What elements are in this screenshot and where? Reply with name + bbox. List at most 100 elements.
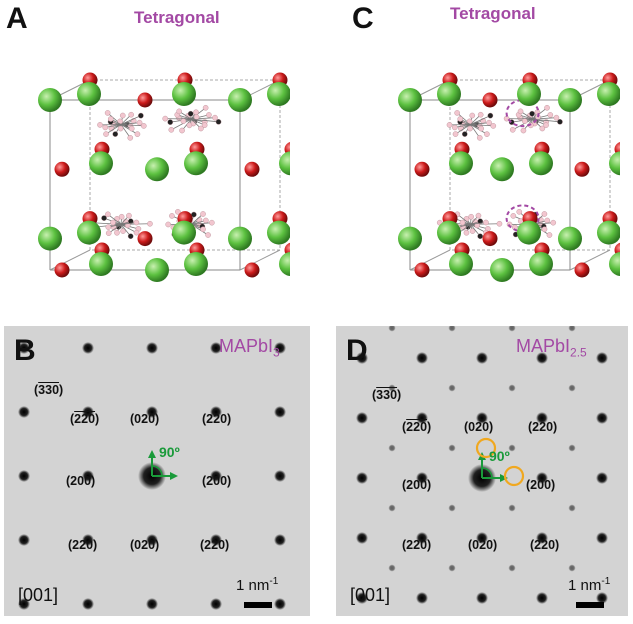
hydrogen-atom [557, 119, 563, 125]
bond [532, 118, 560, 123]
hydrogen-atom [128, 111, 134, 118]
hydrogen-atom [114, 229, 120, 236]
hydrogen-atom [97, 122, 103, 128]
index-bar-2-2-0-lower: (220) [68, 538, 98, 552]
hydrogen-atom [101, 215, 107, 221]
iodide-atom [279, 151, 290, 176]
hydrogen-atom [127, 135, 134, 141]
hydrogen-atom [140, 123, 147, 129]
lead-atom [414, 262, 430, 278]
hydrogen-atom [165, 221, 172, 228]
arrow-head [500, 474, 508, 482]
index-bar-2-2-0-lower: (220) [402, 538, 432, 552]
iodide-atom [38, 88, 62, 112]
bond [470, 124, 494, 127]
index-0-2-0: (020) [130, 538, 160, 552]
iodide-atom [558, 226, 582, 251]
phase-label-c: Tetragonal [450, 4, 536, 23]
zone-axis-b: [001] [18, 585, 59, 605]
crystal-structure-c [398, 72, 620, 282]
iodide-atom [529, 252, 553, 276]
hydrogen-atom [168, 127, 175, 133]
iodide-atom [449, 151, 473, 176]
diffraction-spot [274, 470, 286, 482]
diffraction-spot [388, 504, 396, 512]
hydrogen-atom [469, 228, 476, 234]
iodide-atom [228, 88, 252, 112]
iodide-atom [38, 226, 62, 251]
lead-atom [574, 262, 590, 278]
hydrogen-atom [541, 211, 548, 217]
bond [470, 122, 490, 125]
dashed-highlight [505, 99, 540, 128]
diffraction-spot [18, 470, 30, 482]
diffraction-spot [82, 534, 94, 546]
iodide-atom [449, 252, 473, 276]
bond [512, 118, 533, 131]
hydrogen-atom [200, 226, 206, 233]
scale-label-d: 1 nm-1 [568, 576, 611, 594]
diffraction-spot [274, 534, 286, 546]
iodide-atom [529, 151, 553, 176]
diffraction-spot [146, 342, 158, 354]
arrow-head [148, 450, 156, 458]
lead-atom [244, 262, 260, 278]
hydrogen-atom [133, 229, 140, 236]
hydrogen-atom [138, 112, 144, 119]
hydrogen-atom [206, 112, 212, 118]
diffraction-spot [388, 326, 396, 332]
hydrogen-atom [117, 125, 124, 132]
hydrogen-atom [147, 220, 153, 227]
diffraction-spot [388, 444, 396, 452]
iodide-atom [490, 258, 514, 282]
hydrogen-atom [544, 217, 551, 224]
bond [470, 115, 491, 125]
hydrogen-atom [112, 131, 119, 137]
hydrogen-atom [510, 213, 517, 219]
diffraction-spot [388, 564, 396, 572]
iodide-atom [398, 88, 422, 112]
hydrogen-atom [114, 216, 120, 222]
diffraction-spot [18, 598, 30, 610]
iodide-atom [267, 82, 290, 106]
angle-label-b: 90º [159, 444, 180, 460]
hydrogen-atom [543, 122, 549, 128]
iodide-atom [172, 82, 196, 106]
hydrogen-atom [487, 112, 494, 119]
index-bar-3-bar-3-0: (330) [34, 383, 64, 397]
diffraction-spot [596, 472, 608, 484]
hydrogen-atom [118, 213, 125, 220]
diffraction-spot [416, 352, 428, 364]
diffraction-spot [146, 406, 158, 418]
hydrogen-atom [209, 219, 215, 226]
angle-arc [151, 465, 163, 477]
diffraction-spot [18, 406, 30, 418]
hydrogen-atom [469, 112, 476, 119]
diffraction-spot [508, 326, 516, 332]
index-0-bar-2-0: (020) [464, 420, 494, 434]
index-2-0-0: (200) [202, 474, 232, 488]
diffraction-spot [274, 342, 286, 354]
hydrogen-atom [454, 110, 460, 116]
hydrogen-atom [126, 212, 132, 219]
hydrogen-atom [496, 220, 503, 227]
iodide-atom [517, 82, 541, 106]
iodide-atom [228, 226, 252, 251]
diffraction-spot [18, 342, 30, 354]
hydrogen-atom [120, 228, 126, 234]
hydrogen-atom [167, 119, 174, 125]
hydrogen-atom [187, 110, 194, 117]
lead-atom [54, 262, 70, 278]
index-0-2-0: (020) [468, 538, 498, 552]
hydrogen-atom [105, 224, 112, 230]
hydrogen-atom [484, 131, 490, 137]
iodide-atom [184, 151, 208, 176]
hydrogen-atom [520, 127, 527, 134]
hydrogen-atom [175, 209, 181, 215]
diffraction-spot [356, 412, 368, 424]
index-2-2-0: (220) [200, 538, 230, 552]
phase-label-a: Tetragonal [134, 8, 220, 27]
hydrogen-atom [547, 112, 554, 118]
diffraction-spot [448, 384, 456, 392]
iodide-atom [490, 157, 514, 182]
